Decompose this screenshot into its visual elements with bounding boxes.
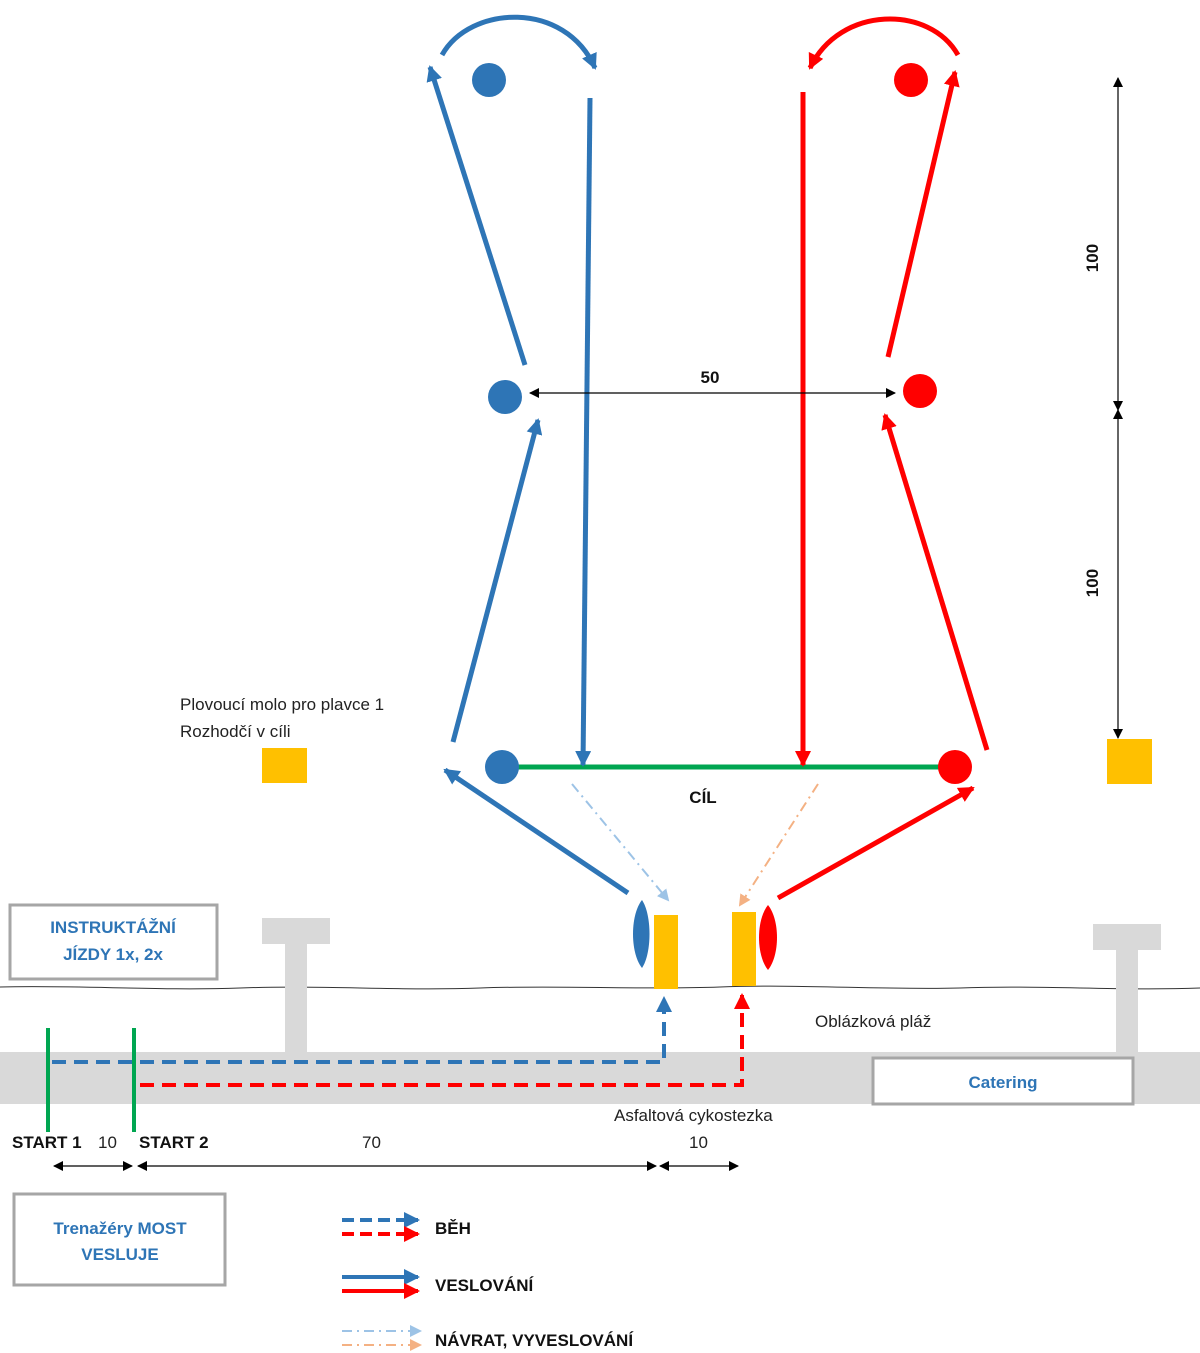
beach-label: Oblázková pláž xyxy=(815,1012,931,1031)
blue-return-path xyxy=(571,783,670,902)
legend-rowing-label: VESLOVÁNÍ xyxy=(435,1276,535,1295)
buoy-blue-finish xyxy=(485,750,519,784)
trainer-line2: VESLUJE xyxy=(81,1245,158,1264)
buoy-blue-top xyxy=(472,63,506,97)
catering-label: Catering xyxy=(969,1073,1038,1092)
red-boat-icon xyxy=(759,905,777,970)
red-running-route xyxy=(140,993,750,1087)
distance-bottom-label: 100 xyxy=(1083,569,1102,597)
legend-return-label: NÁVRAT, VYVESLOVÁNÍ xyxy=(435,1331,634,1350)
pier-left xyxy=(262,918,330,1052)
buoy-red-top xyxy=(894,63,928,97)
boat-dock-blue xyxy=(654,915,678,989)
finish-label: CÍL xyxy=(689,788,716,807)
instruction-line1: INSTRUKTÁŽNÍ xyxy=(50,918,177,937)
legend-run-label: BĚH xyxy=(435,1219,471,1238)
red-return-path xyxy=(738,783,819,907)
buoy-red-finish xyxy=(938,750,972,784)
dock-square-right xyxy=(1107,739,1152,784)
trainer-line1: Trenažéry MOST xyxy=(53,1219,187,1238)
dimension-lines xyxy=(53,77,1123,1171)
run-distance-label: 70 xyxy=(362,1133,381,1152)
dock-label-line2: Rozhodčí v cíli xyxy=(180,722,291,741)
distance-top-label: 100 xyxy=(1083,244,1102,272)
catering-box: Catering xyxy=(871,1056,1135,1106)
legend-rowing-symbol xyxy=(342,1269,420,1299)
start-gap-label: 10 xyxy=(98,1133,117,1152)
buoy-blue-middle xyxy=(488,380,522,414)
trainer-box: Trenažéry MOST VESLUJE xyxy=(12,1192,227,1287)
shoreline xyxy=(0,985,1200,990)
legend-return-symbol xyxy=(342,1325,422,1351)
blue-boat-icon xyxy=(633,900,650,968)
buoy-distance-label: 50 xyxy=(701,368,720,387)
run-end-distance-label: 10 xyxy=(689,1133,708,1152)
instruction-box: INSTRUKTÁŽNÍ JÍZDY 1x, 2x xyxy=(8,903,219,981)
boat-dock-red xyxy=(732,912,756,986)
start2-label: START 2 xyxy=(139,1133,209,1152)
blue-rowing-route xyxy=(426,14,630,896)
start1-label: START 1 xyxy=(12,1133,82,1152)
buoy-red-middle xyxy=(903,374,937,408)
legend: BĚH VESLOVÁNÍ NÁVRAT, VYVESLOVÁNÍ xyxy=(342,1212,634,1351)
blue-running-route xyxy=(52,996,672,1064)
red-rowing-route xyxy=(776,16,990,901)
pier-right xyxy=(1093,924,1161,1052)
path-label: Asfaltová cykostezka xyxy=(614,1106,773,1125)
legend-run-symbol xyxy=(342,1212,420,1242)
dock-label-line1: Plovoucí molo pro plavce 1 xyxy=(180,695,384,714)
instruction-line2: JÍZDY 1x, 2x xyxy=(63,945,163,964)
dock-square-left xyxy=(262,748,307,783)
